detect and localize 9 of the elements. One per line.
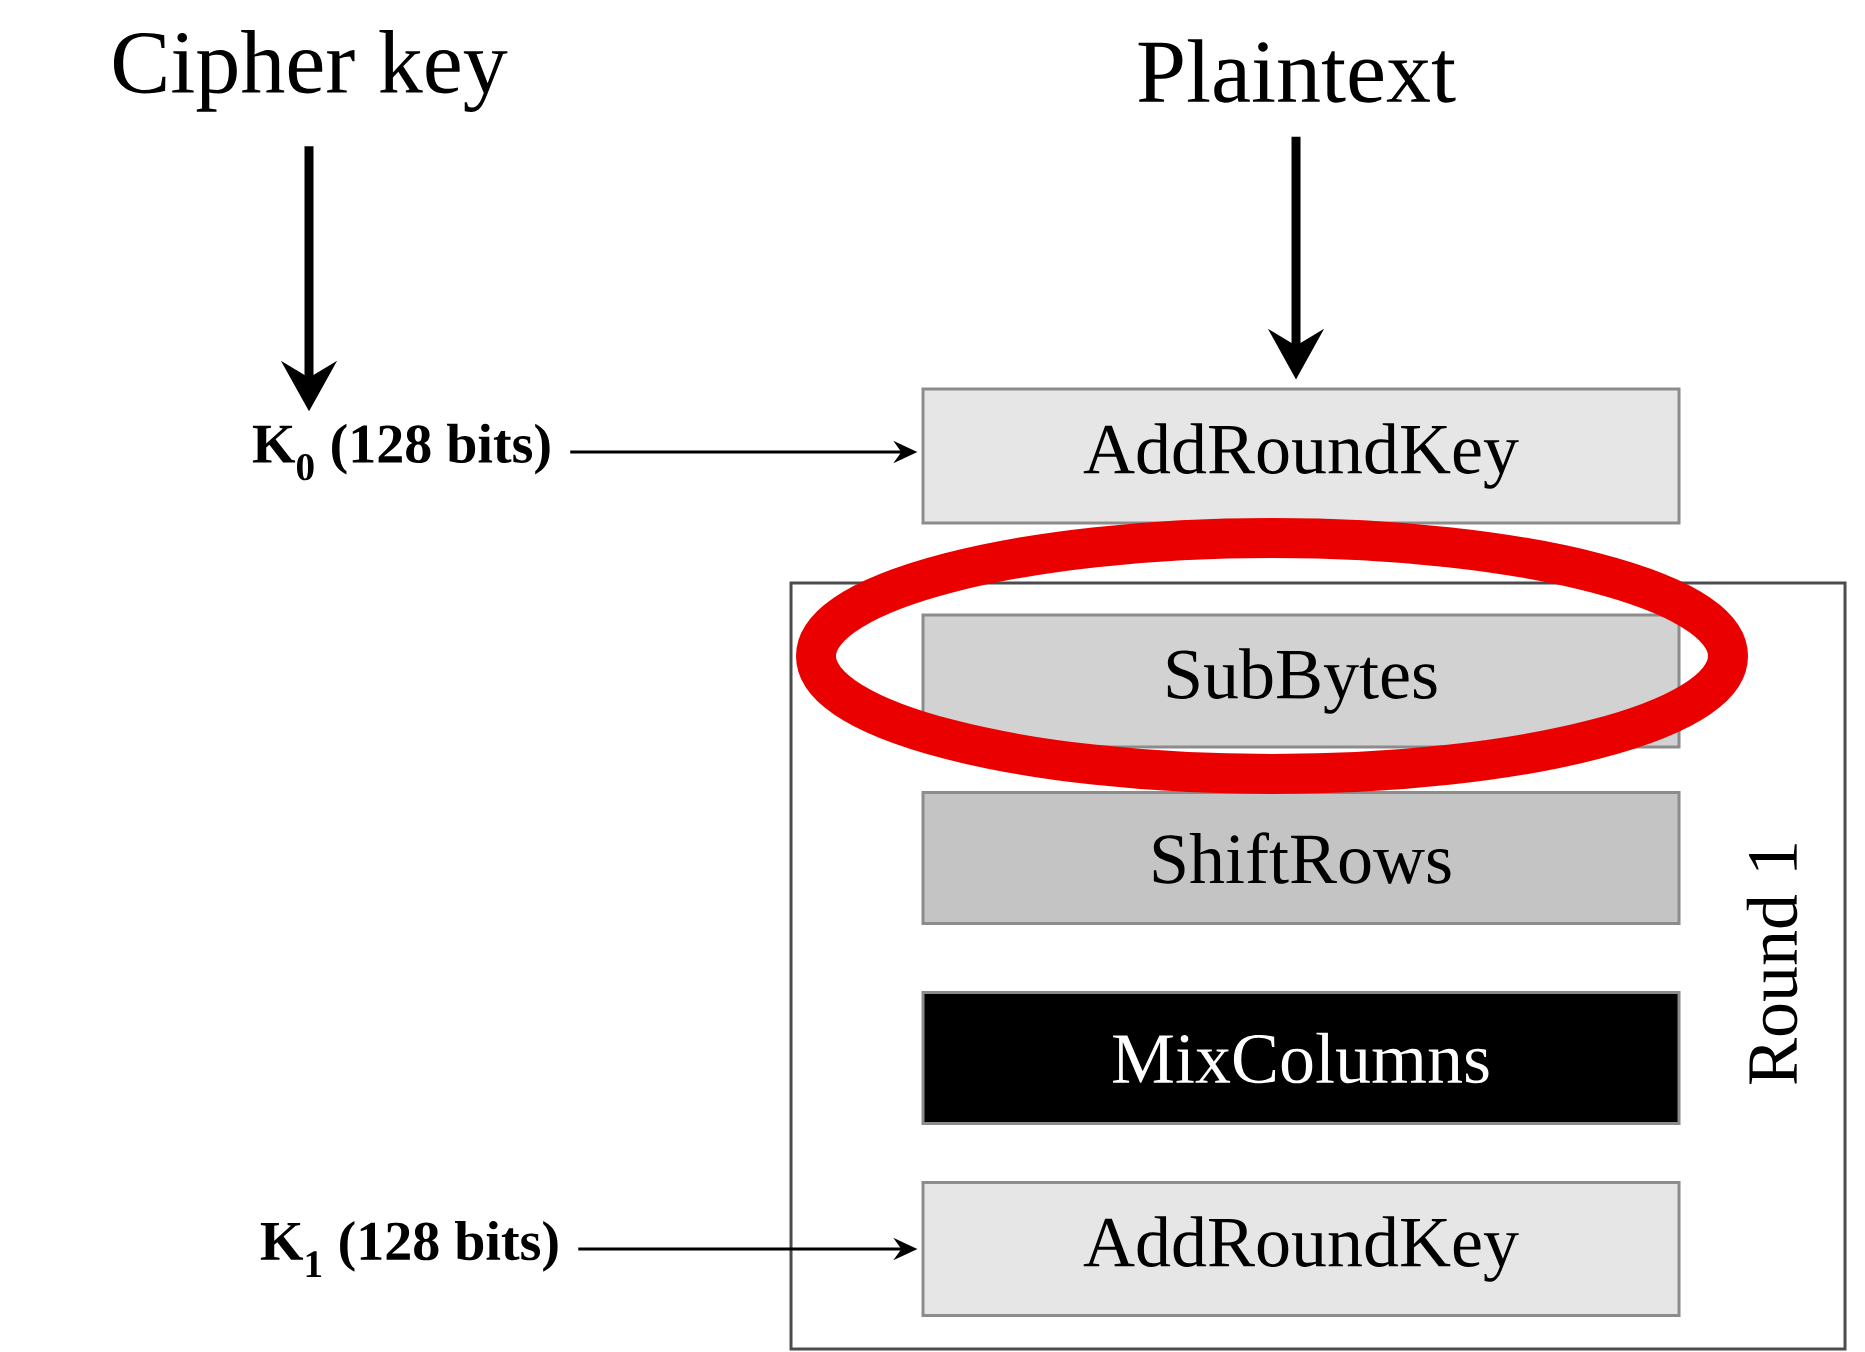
- heading-text: Cipher key: [114, 30, 508, 112]
- process-box: AddRoundKey: [921, 387, 1681, 525]
- key-label: K$_{1}$ (128 bits): [260, 1220, 558, 1278]
- key-label: K$_{0}$ (128 bits): [252, 423, 550, 481]
- process-box: SubBytes: [921, 613, 1681, 749]
- process-box: AddRoundKey: [921, 1181, 1681, 1317]
- process-box: ShiftRows: [921, 791, 1681, 925]
- heading-text: Plaintext: [1138, 39, 1456, 103]
- process-box: MixColumns: [921, 991, 1681, 1125]
